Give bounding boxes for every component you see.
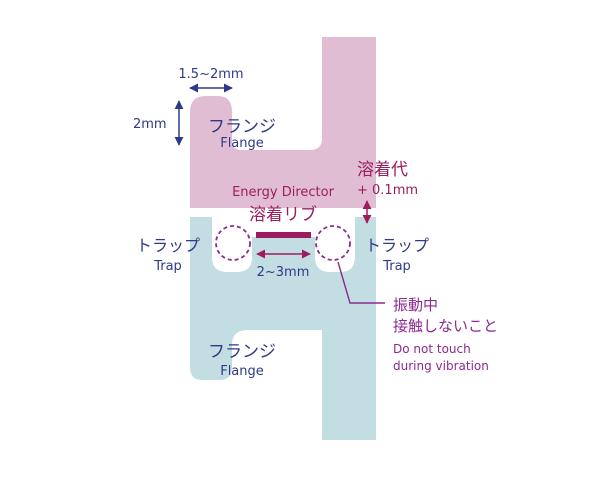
lower-part-body	[190, 217, 376, 440]
flange-top-jp-label: フランジ	[208, 117, 276, 137]
energy-director-en-label: Energy Director	[232, 185, 335, 200]
trap-left-circle	[215, 225, 251, 261]
flange-height-label: 2mm	[133, 117, 167, 132]
trap-left-en-label: Trap	[153, 259, 182, 274]
flange-bottom-jp-label: フランジ	[208, 342, 276, 362]
energy-director-jp-label: 溶着リブ	[249, 204, 317, 225]
flange-bottom-en-label: Flange	[220, 364, 264, 379]
trap-right-circle	[315, 225, 351, 261]
rib-width-label: 2~3mm	[257, 265, 310, 280]
no-touch-leader-line	[337, 261, 385, 304]
trap-left-jp-label: トラップ	[136, 236, 200, 255]
energy-director-rib	[256, 232, 311, 238]
no-touch-en-line-2: during vibration	[393, 359, 489, 373]
upper-part	[190, 37, 376, 208]
upper-part-body	[190, 37, 376, 208]
lower-part	[190, 217, 376, 440]
weld-allowance-jp-label: 溶着代	[357, 160, 408, 180]
weld-allowance-value-label: + 0.1mm	[357, 183, 418, 198]
flange-top-en-label: Flange	[220, 136, 264, 151]
no-touch-en-line-1: Do not touch	[393, 342, 471, 356]
no-touch-jp-line-1: 振動中	[393, 296, 438, 314]
trap-right-jp-label: トラップ	[365, 236, 429, 255]
trap-right-en-label: Trap	[382, 259, 411, 274]
no-touch-jp-line-2: 接触しないこと	[393, 317, 498, 335]
flange-width-label: 1.5~2mm	[178, 67, 243, 82]
